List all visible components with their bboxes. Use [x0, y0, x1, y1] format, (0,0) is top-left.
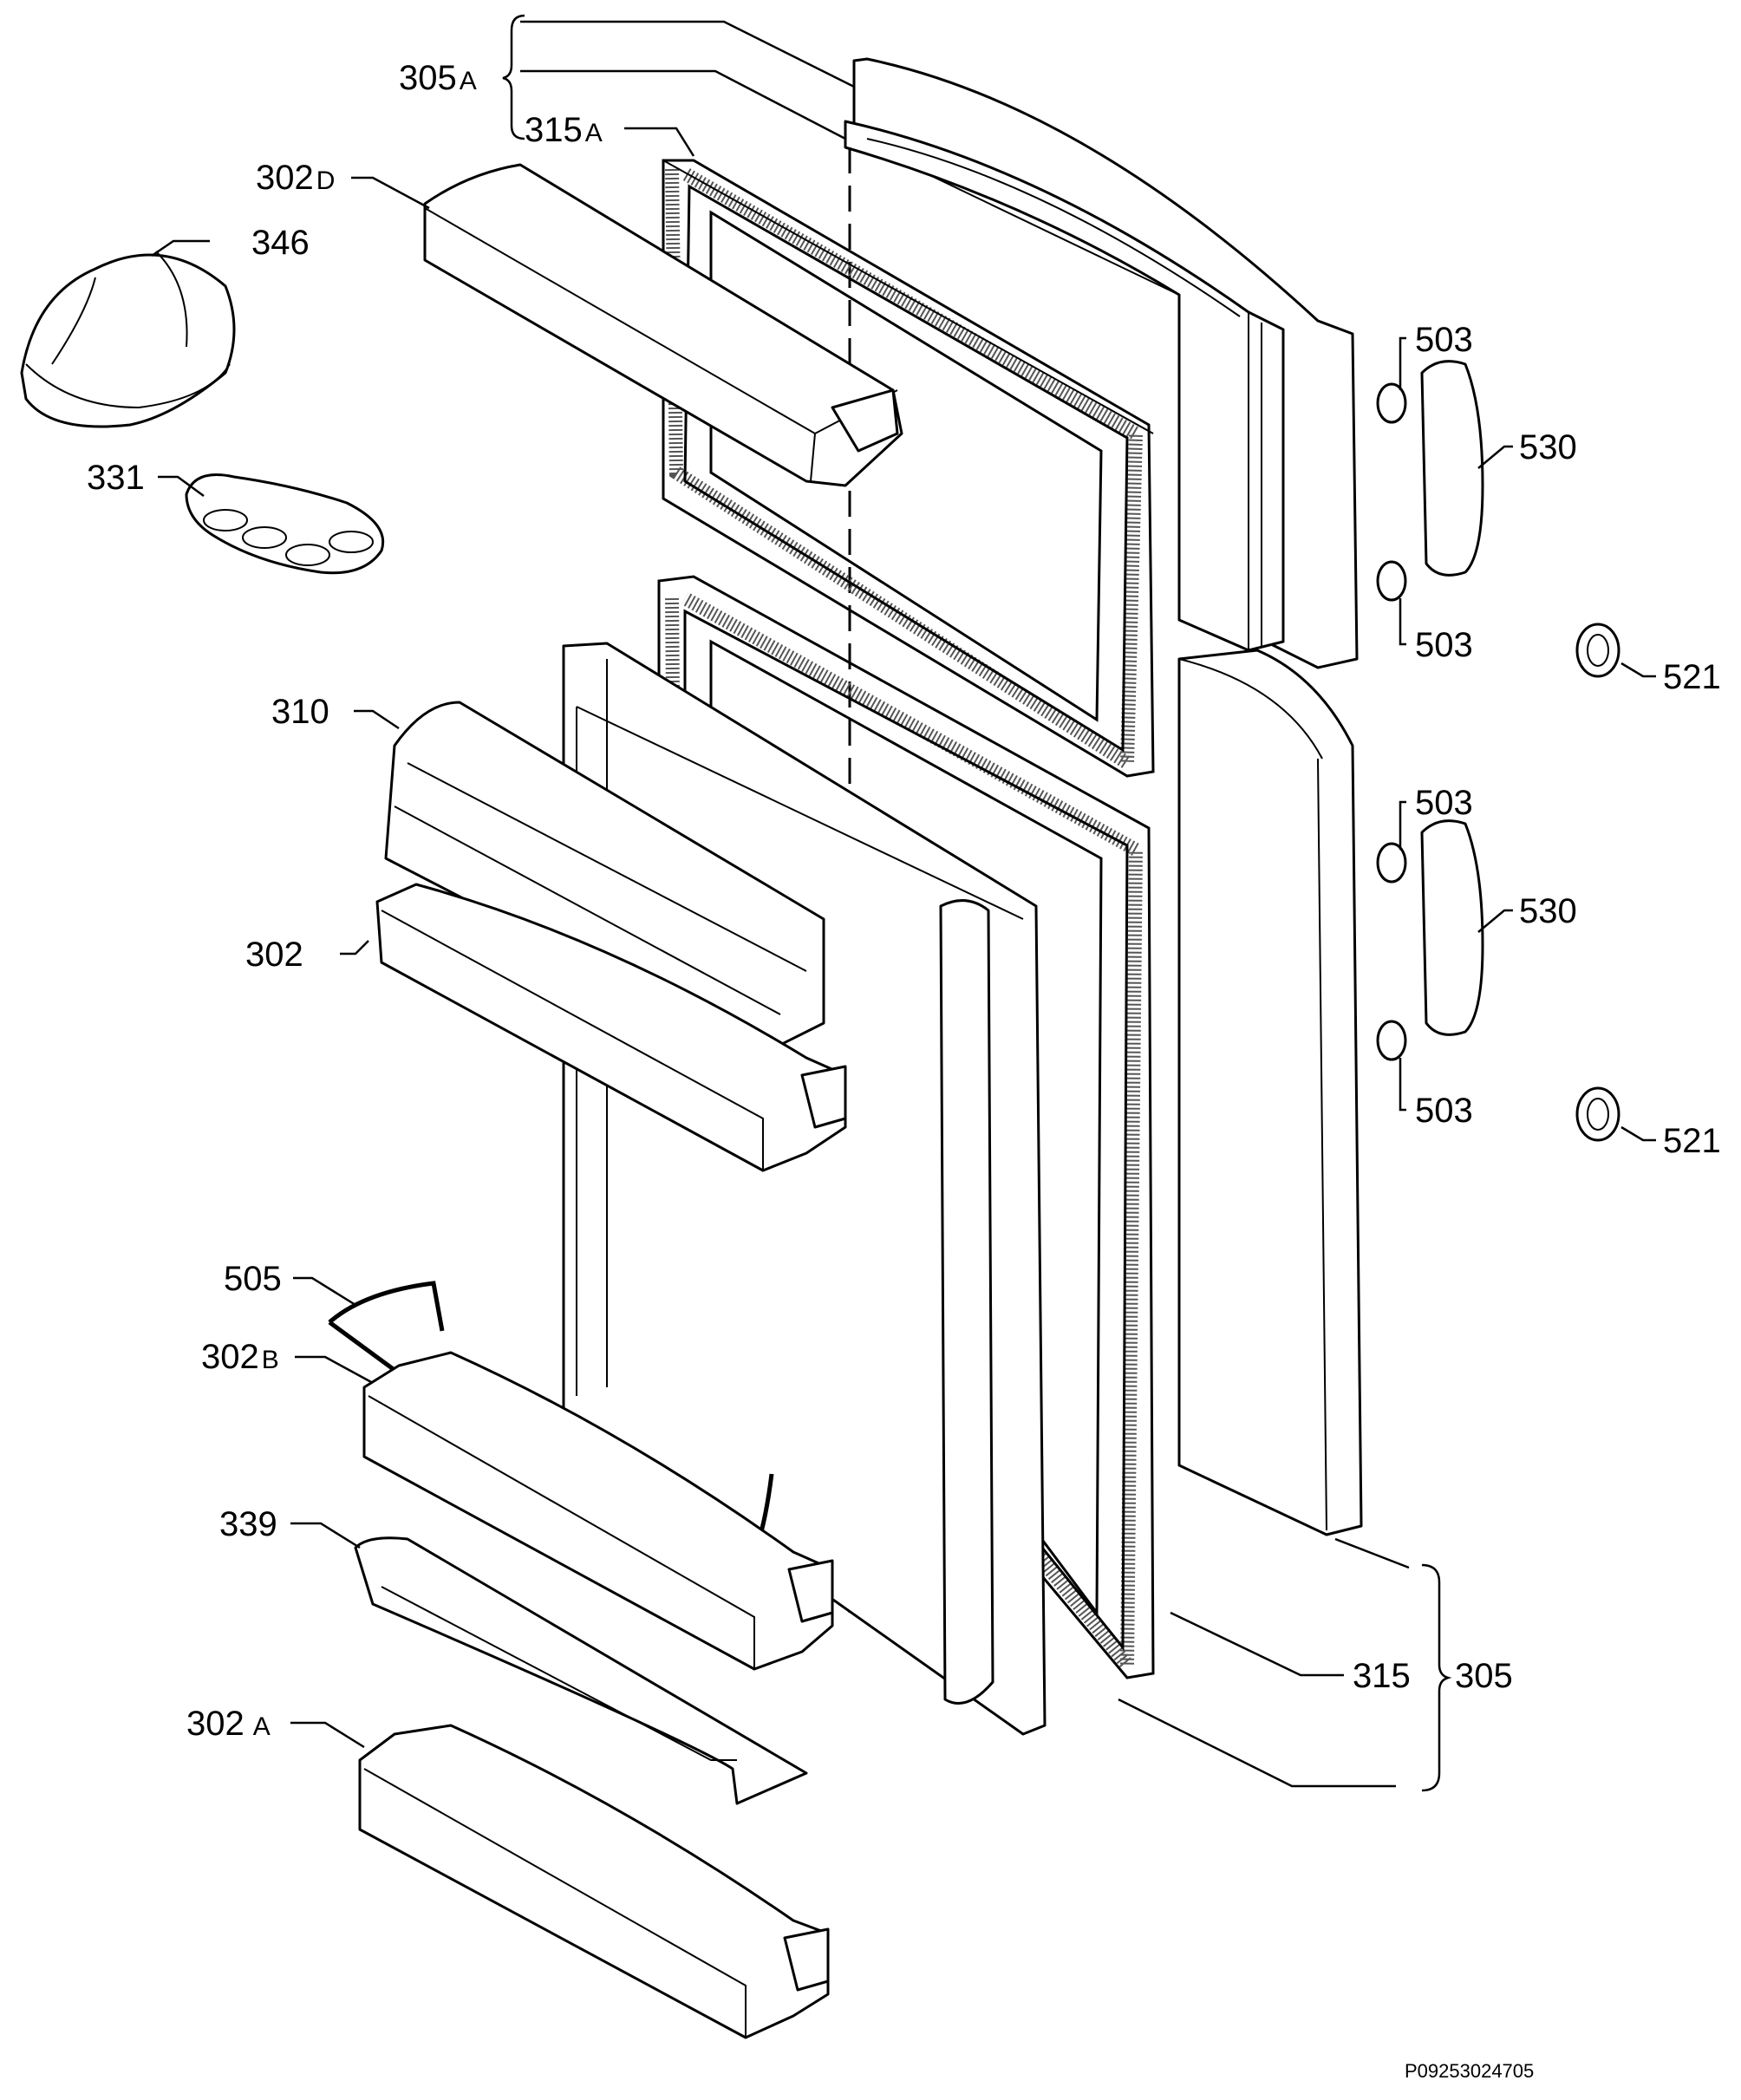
label-346: 346 — [251, 224, 310, 262]
label-310: 310 — [271, 693, 329, 731]
shelf-lid-310 — [384, 701, 825, 1055]
egg-tray-331 — [185, 473, 385, 575]
label-503-a: 503 — [1415, 321, 1473, 359]
brace-305a — [502, 14, 525, 140]
cap-521-upper — [1575, 623, 1620, 678]
label-521-b: 521 — [1663, 1122, 1721, 1160]
shelf-302 — [375, 883, 847, 1172]
label-530-b: 530 — [1519, 892, 1577, 930]
label-503-c: 503 — [1415, 784, 1473, 822]
label-505: 505 — [224, 1260, 282, 1298]
upper-door-305a — [844, 57, 1359, 669]
label-530-a: 530 — [1519, 428, 1577, 466]
handle-530-upper — [1376, 360, 1484, 602]
label-503-b: 503 — [1415, 626, 1473, 664]
upper-gasket-315a — [662, 159, 1155, 778]
egg-tray-cover-346 — [20, 251, 236, 428]
label-305: 305 — [1455, 1657, 1513, 1695]
label-521-a: 521 — [1663, 658, 1721, 696]
cap-521-lower — [1575, 1086, 1620, 1142]
label-339: 339 — [219, 1505, 277, 1543]
shelf-302b — [362, 1351, 834, 1671]
label-331: 331 — [87, 459, 145, 497]
leader-lines — [151, 20, 1656, 1788]
label-503-d: 503 — [1415, 1092, 1473, 1130]
shelf-302d — [423, 163, 903, 487]
label-315: 315 — [1353, 1657, 1411, 1695]
handle-530-lower — [1376, 819, 1484, 1061]
shelf-302a — [358, 1724, 830, 2039]
lower-door-305 — [1177, 649, 1363, 1536]
brace-305 — [1421, 1563, 1452, 1792]
reference-code: P09253024705 — [1405, 2060, 1534, 2082]
dairy-cover-339 — [354, 1536, 808, 1805]
label-302: 302 — [245, 936, 303, 974]
